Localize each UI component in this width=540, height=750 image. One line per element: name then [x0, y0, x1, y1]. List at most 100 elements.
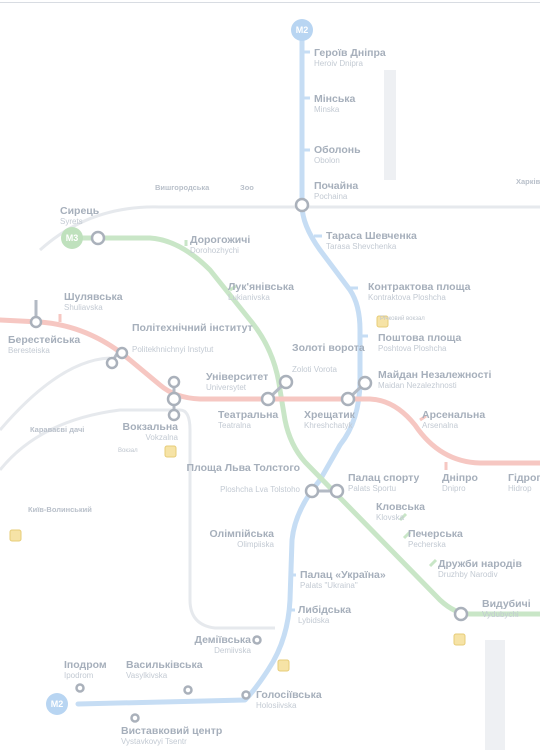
- svg-text:Vystavkovyi Tsentr: Vystavkovyi Tsentr: [121, 737, 187, 746]
- station-marker-palats-sportu[interactable]: [329, 483, 345, 499]
- station-label-beresteiska: Берестейська: [8, 334, 80, 346]
- station-label-pecherska: Печерська: [408, 528, 463, 540]
- station-marker-lva-tolstoho[interactable]: [304, 483, 320, 499]
- station-marker-zoloti-vorota[interactable]: [278, 374, 294, 390]
- blue-line-path: [75, 37, 363, 707]
- station-label-vystavkovyi: Виставковий центр: [121, 725, 222, 737]
- station-label-minska: Мінська: [314, 93, 356, 105]
- poi-label-vokzal: Вокзал: [118, 448, 138, 454]
- svg-text:Pecherska: Pecherska: [408, 540, 446, 549]
- line-badge-m2-bottom[interactable]: M2: [46, 693, 68, 715]
- svg-text:Khreshchatyk: Khreshchatyk: [304, 421, 353, 430]
- svg-text:Poshtova Ploshcha: Poshtova Ploshcha: [378, 344, 447, 353]
- station-marker-universytet-a[interactable]: [167, 375, 181, 389]
- svg-text:Palats "Ukraina": Palats "Ukraina": [300, 581, 358, 590]
- labels-red: Шулявська Shuliavska Берестейська Berest…: [8, 291, 540, 493]
- line-badge-m3[interactable]: M3: [61, 227, 83, 249]
- poi-label-river-port: Річковий вокзал: [380, 315, 425, 322]
- station-marker-politekhnichnyi[interactable]: [115, 346, 129, 360]
- svg-text:Druzhby Narodiv: Druzhby Narodiv: [438, 570, 498, 579]
- svg-text:Heroiv Dnipra: Heroiv Dnipra: [314, 59, 363, 68]
- station-marker-pochaina[interactable]: [294, 197, 310, 213]
- station-label-poshtova: Поштова площа: [378, 332, 461, 344]
- station-label-syrets: Сирець: [60, 205, 100, 217]
- station-label-heroiv-dnipra: Героїв Дніпра: [314, 47, 386, 59]
- svg-text:Dorohozhychi: Dorohozhychi: [190, 246, 239, 255]
- top-border: [0, 2, 540, 3]
- station-marker-teatralna[interactable]: [260, 391, 276, 407]
- station-label-klovska: Кловська: [376, 501, 425, 513]
- blue-line-m2: [75, 37, 363, 707]
- line-badge-m3-label: M3: [66, 233, 79, 243]
- station-label-vydubychi: Видубичі: [482, 598, 531, 610]
- station-marker-vokzalna[interactable]: [166, 391, 182, 407]
- city-rail-north: [38, 205, 540, 252]
- minor-label-zoo: Зоо: [240, 183, 254, 192]
- station-label-palats-sportu: Палац спорту: [348, 472, 420, 484]
- svg-text:Kontraktova Ploshcha: Kontraktova Ploshcha: [368, 293, 446, 302]
- train-icon: [376, 315, 389, 328]
- station-marker-maidan[interactable]: [357, 375, 373, 391]
- minor-label-karavaiev: Караваєві дачі: [30, 425, 84, 434]
- train-icon: [164, 445, 177, 458]
- station-marker-demiivska[interactable]: [252, 635, 262, 645]
- station-label-teatralna: Театральна: [218, 409, 278, 421]
- labels-green: Сирець Syrets Дорогожичі Dorohozhychi Лу…: [60, 205, 531, 619]
- green-line-m3: [77, 235, 540, 617]
- station-marker-vydubychi[interactable]: [453, 606, 469, 622]
- svg-text:Klovska: Klovska: [376, 513, 405, 522]
- green-line-path: [77, 235, 540, 617]
- line-badge-m2-top-label: M2: [296, 25, 309, 35]
- svg-text:Lukianivska: Lukianivska: [228, 293, 270, 302]
- station-label-tarasa-shevchenka: Тараса Шевченка: [326, 230, 417, 242]
- svg-text:Teatralna: Teatralna: [218, 421, 251, 430]
- svg-text:Vasylkivska: Vasylkivska: [126, 671, 168, 680]
- station-label-maidan: Майдан Незалежності: [378, 369, 492, 381]
- station-label-obolon: Оболонь: [314, 144, 361, 156]
- station-label-pochaina: Почайна: [314, 180, 358, 192]
- svg-text:Syrets: Syrets: [60, 217, 83, 226]
- station-marker-syrets[interactable]: [90, 230, 106, 246]
- station-marker-khreshchatyk[interactable]: [340, 391, 356, 407]
- red-line-path: [0, 317, 540, 466]
- svg-text:Holosiivska: Holosiivska: [256, 701, 297, 710]
- station-label-dnipro: Дніпро: [442, 472, 478, 484]
- station-label-ipodrom: Іподром: [64, 659, 107, 671]
- line-badge-m2-top[interactable]: M2: [291, 19, 313, 41]
- svg-text:Obolon: Obolon: [314, 156, 340, 165]
- station-label-vasylkivska: Васильківська: [126, 659, 203, 671]
- svg-text:Pochaina: Pochaina: [314, 192, 348, 201]
- svg-text:Olimpiiska: Olimpiiska: [237, 540, 274, 549]
- station-label-vokzalna: Вокзальна: [123, 421, 179, 433]
- city-rail-west: [0, 408, 275, 630]
- svg-text:Zoloti Vorota: Zoloti Vorota: [292, 365, 337, 374]
- station-label-lukianivska: Лук'янівська: [228, 281, 294, 293]
- svg-text:Palats Sportu: Palats Sportu: [348, 484, 396, 493]
- station-label-palats-ukraina: Палац «Україна»: [300, 569, 386, 581]
- minor-label-vyshhorodska: Вишгородська: [155, 183, 210, 192]
- labels-blue: Героїв Дніпра Heroiv Dnipra Мінська Mins…: [64, 47, 492, 746]
- labels-minor: Вишгородська Зоо Харків... Караваєві дач…: [28, 177, 540, 514]
- city-rail-curve: [0, 356, 111, 431]
- station-marker-holosiivska[interactable]: [241, 690, 251, 700]
- station-ticks: [289, 50, 368, 612]
- station-marker-beresteiska[interactable]: [29, 315, 43, 329]
- red-line-m1: [0, 317, 540, 466]
- station-label-demiivska: Деміївська: [194, 634, 251, 646]
- svg-text:Minska: Minska: [314, 105, 340, 114]
- poi-icons: [9, 315, 466, 672]
- station-label-shuliavska: Шулявська: [64, 291, 123, 303]
- svg-text:Maidan Nezalezhnosti: Maidan Nezalezhnosti: [378, 381, 457, 390]
- svg-text:Ipodrom: Ipodrom: [64, 671, 94, 680]
- station-marker-vasylkivska[interactable]: [183, 685, 193, 695]
- station-marker-universytet-b[interactable]: [167, 408, 181, 422]
- station-label-universytet: Університет: [206, 371, 268, 383]
- station-label-dorohozhychi: Дорогожичі: [190, 234, 250, 246]
- station-marker-vystavkovyi[interactable]: [130, 713, 140, 723]
- station-marker-ipodrom[interactable]: [75, 683, 85, 693]
- station-marker-politekhnichnyi-2[interactable]: [105, 356, 119, 370]
- bus-icon: [277, 659, 290, 672]
- svg-text:Hidrop: Hidrop: [508, 484, 532, 493]
